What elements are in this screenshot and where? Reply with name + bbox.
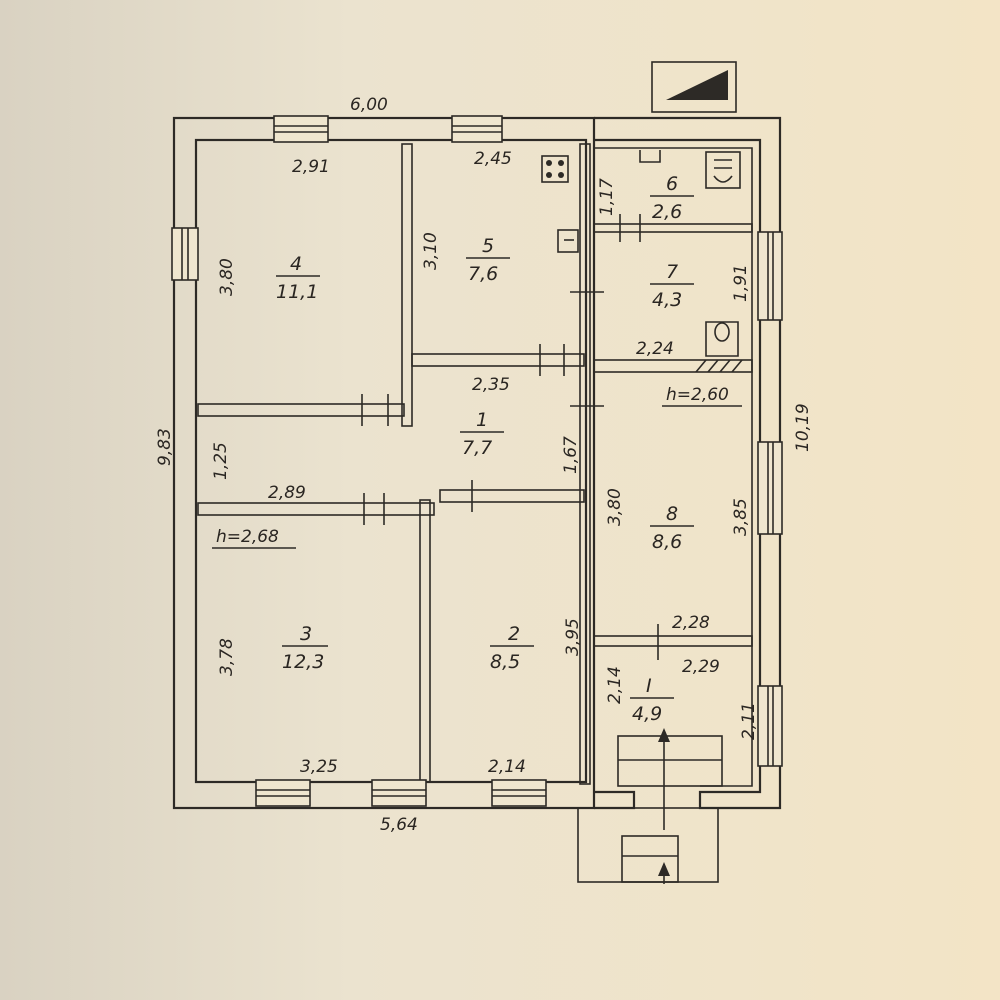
dim-top: 6,00 [350, 95, 388, 115]
room-8: 8 8,6 3,80 3,85 2,28 [605, 488, 751, 633]
door-marks [361, 214, 743, 660]
partition-1-2 [439, 489, 585, 503]
partition-6-7 [593, 223, 753, 233]
boiler-icon [705, 151, 741, 189]
room-3-area: 12,3 [282, 651, 324, 673]
room-4-number: 4 [290, 253, 302, 275]
sink-icon [557, 229, 579, 253]
fixtures [541, 61, 741, 357]
room-5-number: 5 [482, 235, 494, 257]
room-7: 7 4,3 1,91 2,24 [636, 261, 751, 359]
chimney-box [651, 61, 737, 113]
room-4: 4 11,1 2,91 3,80 [217, 157, 330, 303]
room-7-dim-a: 1,91 [731, 264, 751, 302]
window-right-1 [757, 231, 783, 321]
room-4-width: 2,91 [292, 157, 330, 177]
main-outer-wall [172, 116, 596, 810]
room-1: 1 7,7 2,35 1,25 2,89 1,67 [211, 375, 581, 503]
room-I: I 4,9 2,29 2,14 2,11 [605, 657, 759, 740]
room-3-width: 3,25 [300, 757, 338, 777]
room-8-dim-a: 3,80 [605, 488, 625, 526]
partition-8-I [593, 635, 753, 647]
window-right-3 [757, 685, 783, 767]
window-top-1 [273, 115, 329, 143]
room-3-number: 3 [300, 623, 312, 645]
room-6: 6 2,6 1,17 [597, 173, 694, 223]
entry-arrow-up-icon [658, 728, 670, 742]
room-2: 2 8,5 3,95 2,14 [488, 618, 583, 777]
room-1-number: 1 [476, 409, 488, 431]
room-6-dim: 1,17 [597, 178, 617, 216]
partition-4-1 [197, 403, 405, 417]
room-5-length: 3,10 [421, 232, 441, 270]
porch-arrow-up-icon [658, 862, 670, 876]
partition-7-8 [593, 359, 753, 373]
room-1-dim-a: 2,35 [472, 375, 510, 395]
chimney-icon [666, 70, 728, 100]
room-2-area: 8,5 [490, 651, 520, 673]
dim-right: 10,19 [793, 403, 813, 452]
room-5: 5 7,6 2,45 3,10 [421, 149, 512, 285]
room-5-area: 7,6 [468, 263, 498, 285]
toilet-icon [705, 321, 739, 357]
room-1-dim-d: 1,67 [561, 436, 581, 474]
partition-main-annex [579, 143, 591, 785]
window-bottom-1 [255, 779, 311, 807]
inner-steps [617, 735, 723, 787]
dim-bottom: 5,64 [380, 815, 418, 835]
partition-4-5 [401, 143, 413, 427]
overall-dimensions: 6,00 9,83 5,64 10,19 [155, 95, 813, 835]
entrance-porch [577, 728, 723, 884]
window-bottom-3 [491, 779, 547, 807]
room-5-width: 2,45 [474, 149, 512, 169]
room-7-area: 4,3 [652, 289, 682, 311]
windows [171, 115, 783, 807]
room-I-number: I [646, 675, 652, 697]
room-8-area: 8,6 [652, 531, 682, 553]
partition-5-1 [411, 353, 585, 367]
room-7-number: 7 [666, 261, 678, 283]
room-3-length: 3,78 [217, 638, 237, 676]
room-4-area: 11,1 [276, 281, 318, 303]
room-1-dim-c: 2,89 [268, 483, 306, 503]
height-main: h=2,68 [216, 527, 279, 547]
partitions [197, 143, 753, 785]
partition-1-3 [197, 502, 435, 516]
dim-left: 9,83 [155, 428, 175, 466]
window-right-2 [757, 441, 783, 535]
room-4-length: 3,80 [217, 258, 237, 296]
room-1-area: 7,7 [462, 437, 492, 459]
room-8-number: 8 [666, 503, 678, 525]
room-2-length: 3,95 [563, 618, 583, 656]
room-8-dim-c: 2,28 [672, 613, 710, 633]
room-I-dim-c: 2,11 [739, 702, 759, 740]
room-I-area: 4,9 [632, 703, 662, 725]
room-7-dim-b: 2,24 [636, 339, 674, 359]
room-3: 3 12,3 3,78 3,25 [217, 623, 338, 777]
porch-steps [621, 835, 679, 883]
annex-inner-wall [594, 147, 753, 787]
washbasin-icon [639, 150, 661, 163]
room-6-area: 2,6 [652, 201, 682, 223]
room-2-number: 2 [508, 623, 520, 645]
room-I-dim-b: 2,14 [605, 666, 625, 704]
room-6-number: 6 [666, 173, 678, 195]
window-top-2 [451, 115, 503, 143]
stove-icon [541, 155, 569, 183]
room-1-dim-b: 1,25 [211, 442, 231, 480]
height-annex: h=2,60 [666, 385, 729, 405]
window-left [171, 227, 199, 281]
window-bottom-2 [371, 779, 427, 807]
room-2-width: 2,14 [488, 757, 526, 777]
room-I-dim-a: 2,29 [682, 657, 720, 677]
room-8-dim-b: 3,85 [731, 498, 751, 536]
